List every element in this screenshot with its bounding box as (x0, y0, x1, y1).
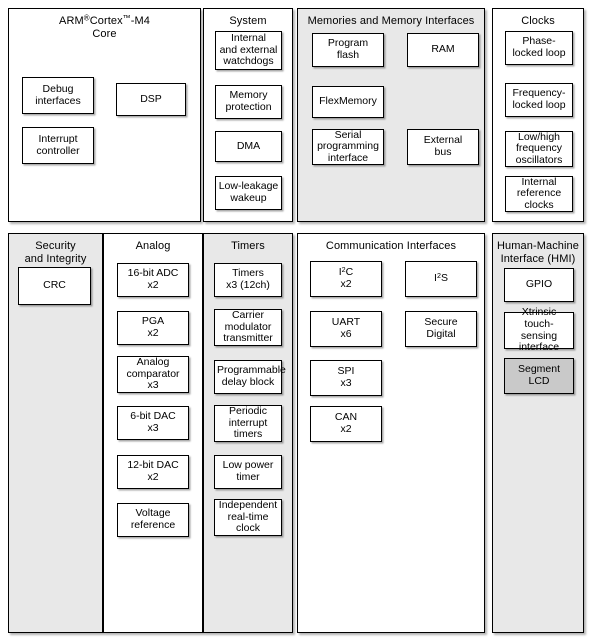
panel-title-memories: Memories and Memory Interfaces (307, 15, 475, 27)
block-label-flexmemory: FlexMemory (319, 95, 377, 108)
block-label-dma: DMA (236, 139, 261, 152)
block-flexmemory: FlexMemory (312, 86, 384, 118)
block-label-phase-locked-loop: Phase-locked loop (512, 35, 566, 59)
block-label-gpio: GPIO (525, 278, 553, 291)
block-label-i2s: I2S (434, 272, 448, 285)
panel-title-system: System (229, 15, 267, 27)
block-label-frequency-locked-loop: Frequency-locked loop (512, 87, 566, 111)
block-ram: RAM (407, 33, 479, 67)
block-label-dsp: DSP (140, 92, 162, 105)
panel-title-timers: Timers (231, 240, 265, 252)
block-crc: CRC (18, 267, 91, 305)
block-frequency-locked-loop: Frequency-locked loop (505, 83, 573, 117)
block-dsp: DSP (116, 83, 186, 116)
panel-title-communication: Communication Interfaces (325, 240, 457, 252)
panel-title-analog: Analog (135, 240, 171, 252)
block-gpio: GPIO (504, 268, 574, 302)
block-label-crc: CRC (43, 279, 66, 292)
block-label-ram: RAM (431, 43, 455, 56)
block-phase-locked-loop: Phase-locked loop (505, 31, 573, 65)
block-dma: DMA (215, 131, 282, 162)
panel-title-clocks: Clocks (521, 15, 555, 27)
block-i2s: I2S (405, 261, 477, 297)
